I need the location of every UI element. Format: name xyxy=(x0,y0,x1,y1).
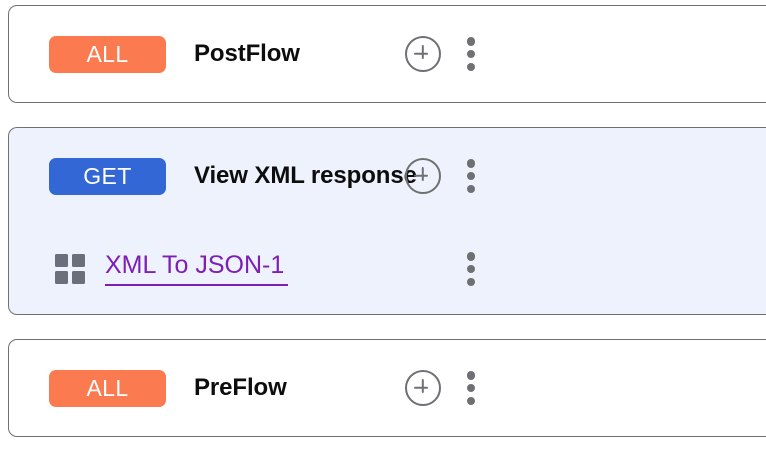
kebab-menu-icon[interactable] xyxy=(463,159,479,193)
method-badge: ALL xyxy=(49,369,166,407)
kebab-menu-icon[interactable] xyxy=(463,252,479,286)
plus-circle-icon[interactable] xyxy=(405,370,441,406)
row-actions xyxy=(405,36,479,72)
method-badge: ALL xyxy=(49,35,166,73)
kebab-menu-icon[interactable] xyxy=(463,371,479,405)
kebab-menu-icon[interactable] xyxy=(463,37,479,71)
flow-title: PreFlow xyxy=(194,374,287,401)
grid-policy-icon xyxy=(55,254,85,284)
policy-link[interactable]: XML To JSON-1 xyxy=(105,252,289,286)
flow-card-postflow[interactable]: ALL PostFlow xyxy=(8,5,766,103)
row-actions xyxy=(405,158,479,194)
plus-circle-icon[interactable] xyxy=(405,36,441,72)
policy-row[interactable]: XML To JSON-1 xyxy=(9,224,766,314)
flow-row[interactable]: ALL PostFlow xyxy=(9,6,766,102)
row-actions xyxy=(409,252,479,286)
row-actions xyxy=(405,370,479,406)
method-badge: GET xyxy=(49,157,166,195)
flow-title: View XML response xyxy=(194,162,417,189)
plus-circle-icon[interactable] xyxy=(405,158,441,194)
flow-row[interactable]: ALL PreFlow xyxy=(9,340,766,436)
flow-title: PostFlow xyxy=(194,40,300,67)
flow-row[interactable]: GET View XML response xyxy=(9,128,766,224)
flow-card-preflow[interactable]: ALL PreFlow xyxy=(8,339,766,437)
actions-spacer xyxy=(409,253,441,285)
